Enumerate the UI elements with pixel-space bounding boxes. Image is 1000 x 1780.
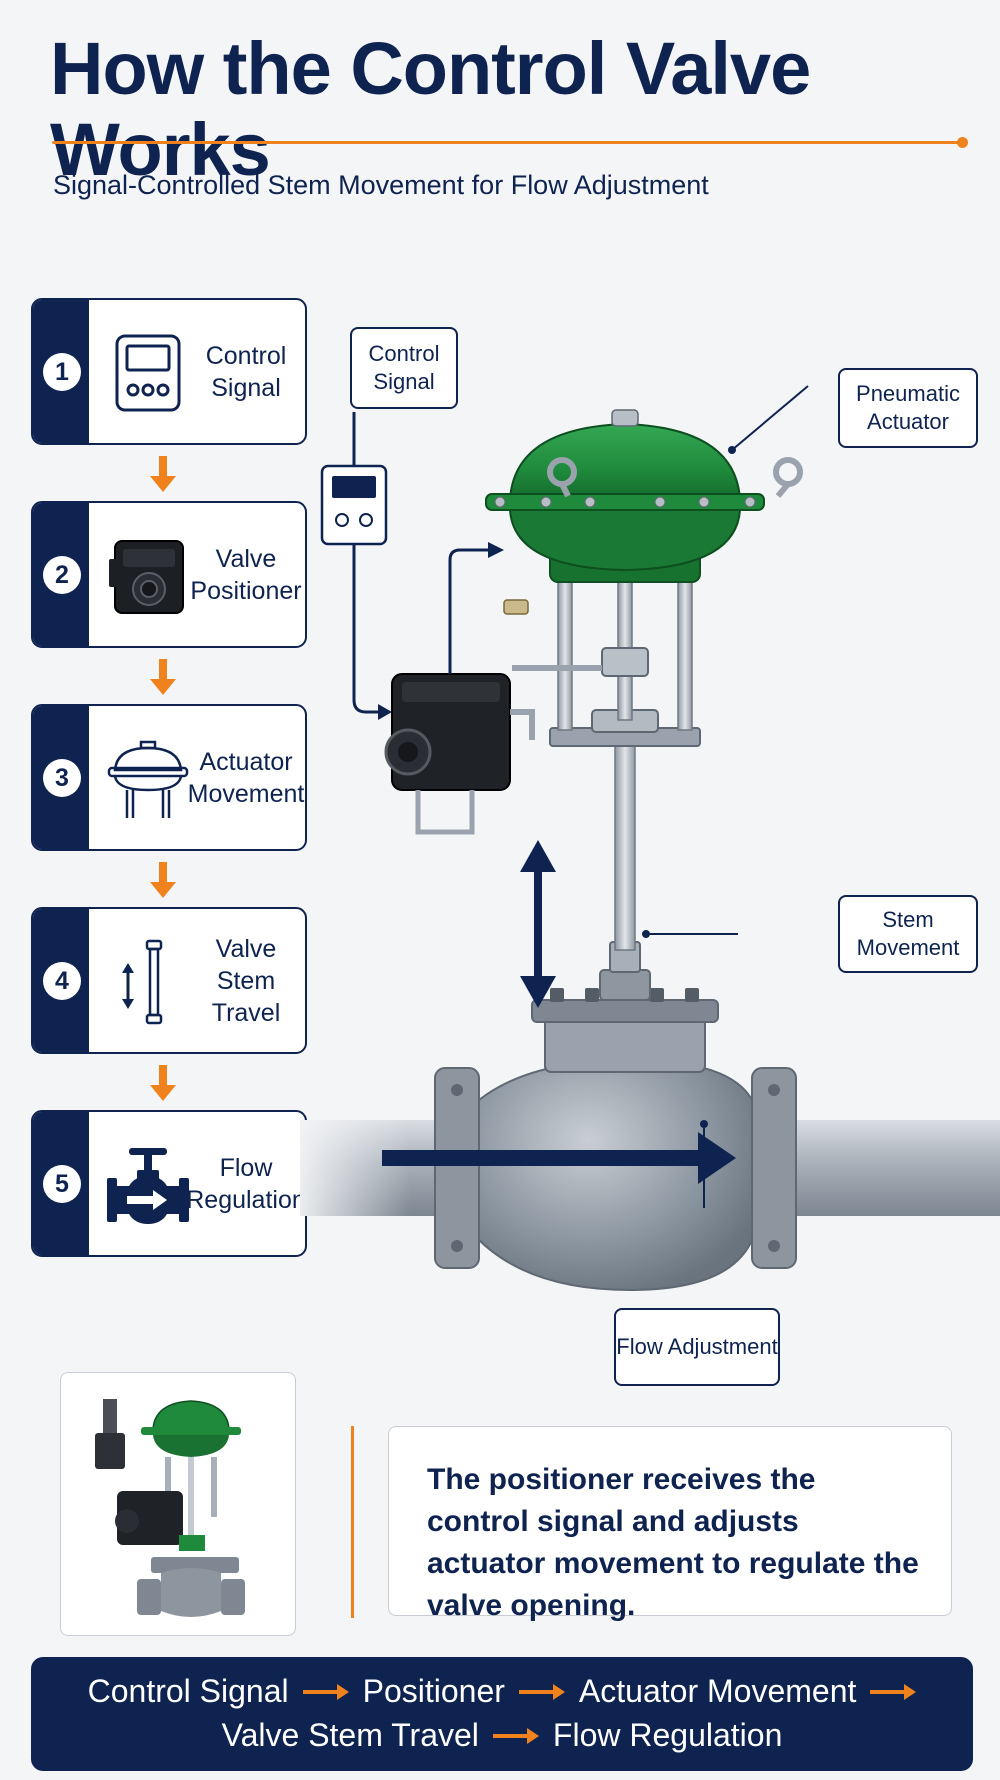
step-card-valve-positioner: 2 Valve Positioner [31, 501, 307, 648]
flow-sequence-banner: Control Signal Positioner Actuator Movem… [31, 1657, 973, 1771]
valve-stem [614, 739, 636, 951]
positioner-icon [109, 540, 184, 614]
step-band: 2 [33, 503, 89, 646]
accent-divider [351, 1426, 354, 1618]
actuator-dome [508, 422, 742, 501]
step-card-flow-regulation: 5 Flow Regulation [31, 1110, 307, 1257]
control-valve-illustration [300, 385, 1000, 1292]
valve-photo-image [95, 1399, 245, 1617]
stem-movement-arrow [520, 840, 556, 1008]
step-band: 4 [33, 909, 89, 1052]
step-card-control-signal: 1 Control Signal [31, 298, 307, 445]
flow-sequence-line-2: Valve Stem Travel Flow Regulation [31, 1717, 973, 1754]
underline-dot [957, 137, 968, 148]
flow-step: Positioner [362, 1673, 505, 1709]
callout-pneumatic-actuator: Pneumatic Actuator [838, 368, 978, 448]
right-arrow-icon [518, 1683, 565, 1700]
down-arrow-icon [150, 1065, 176, 1101]
callout-stem-movement: Stem Movement [838, 895, 978, 973]
left-flange [434, 1067, 480, 1269]
actuator-icon [107, 740, 189, 818]
title-underline [52, 137, 968, 148]
step-band: 1 [33, 300, 89, 443]
right-arrow-icon [302, 1683, 349, 1700]
step-number: 4 [43, 961, 81, 1000]
step-label: Flow Regulation [186, 1153, 306, 1214]
down-arrow-icon [150, 862, 176, 898]
step-number: 1 [43, 352, 81, 391]
page-subtitle: Signal-Controlled Stem Movement for Flow… [53, 170, 709, 200]
step-label: Valve Positioner [190, 544, 302, 605]
flow-step: Valve Stem Travel [221, 1717, 479, 1753]
valve-photo-card [60, 1372, 296, 1636]
right-arrow-icon [870, 1683, 917, 1700]
down-arrow-icon [150, 659, 176, 695]
step-card-actuator-movement: 3 Actuator Movement [31, 704, 307, 851]
flow-step: Actuator Movement [578, 1673, 857, 1709]
flow-direction-arrow [382, 1132, 736, 1184]
step-number: 2 [43, 555, 81, 594]
controller-icon [115, 334, 181, 412]
step-band: 5 [33, 1112, 89, 1255]
stem-icon [122, 939, 163, 1025]
step-card-valve-stem-travel: 4 Valve Stem Travel [31, 907, 307, 1054]
down-arrow-icon [150, 456, 176, 492]
flow-step: Flow Regulation [552, 1717, 783, 1753]
page-title: How the Control Valve Works [50, 27, 811, 192]
callout-flow-adjustment: Flow Adjustment [614, 1308, 780, 1386]
flow-valve-icon [107, 1148, 189, 1224]
step-label: Actuator Movement [187, 747, 305, 808]
step-band: 3 [33, 706, 89, 849]
right-arrow-icon [492, 1727, 539, 1744]
callout-control-signal: Control Signal [350, 327, 458, 409]
step-number: 5 [43, 1164, 81, 1203]
description-box: The positioner receives the control sign… [388, 1426, 952, 1622]
step-label: Control Signal [205, 341, 287, 402]
right-flange [751, 1067, 797, 1269]
bonnet [544, 1017, 706, 1073]
description-text: The positioner receives the control sign… [427, 1463, 919, 1622]
flow-step: Control Signal [87, 1673, 289, 1709]
flow-sequence-line-1: Control Signal Positioner Actuator Movem… [31, 1673, 973, 1710]
step-number: 3 [43, 758, 81, 797]
step-label: Valve Stem Travel [211, 934, 281, 1027]
